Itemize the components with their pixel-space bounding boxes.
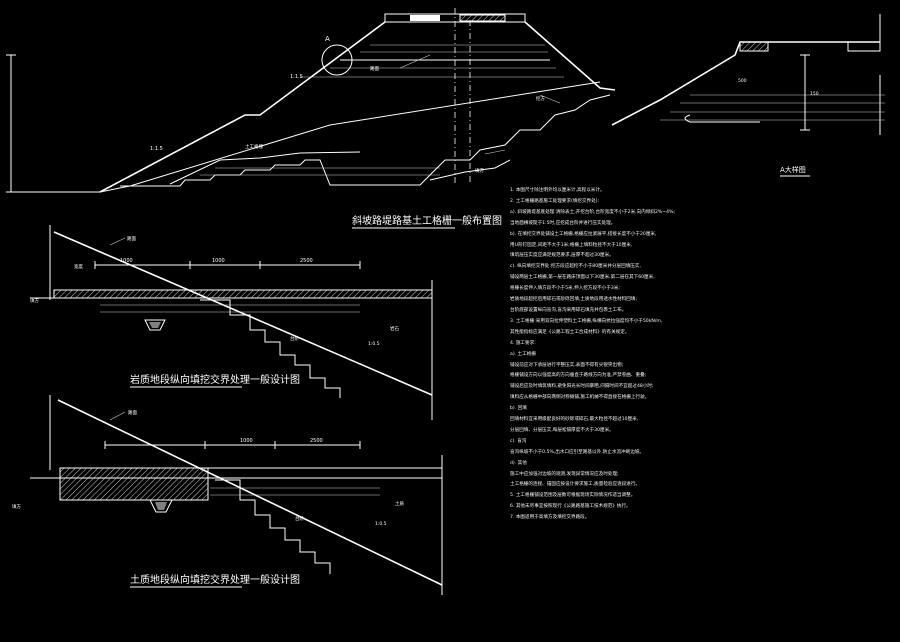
rock-section: 1000 1000 2500 路面 宽度 岩石 1:0.5 台阶 填方 岩质地段… <box>30 225 433 420</box>
note-line: 回填材料宜采用级配良好的砂砾或碎石,最大粒径不超过10厘米, <box>510 417 639 423</box>
note-line: c). 盲沟 <box>510 438 527 444</box>
fill-label: 填方 <box>475 167 484 174</box>
rock-road-label: 路面 <box>127 235 136 242</box>
detail-a-title: A大样图 <box>780 165 806 174</box>
note-line: 铺设后应及时填筑填料,避免阳光长时间暴晒,间隔时间不宜超过48小时; <box>510 384 654 390</box>
note-line: a). 斜坡路堤基底处理:清除表土,开挖台阶,台阶宽度不小于2米,向内倾斜2%~… <box>510 209 675 215</box>
rock-dim-2: 1000 <box>212 258 225 264</box>
rock-dim-1: 1000 <box>120 258 133 264</box>
left-fill-slope <box>99 21 386 193</box>
note-line: 填料应从格栅中部向两侧对称摊铺,施工机械不得直接在格栅上行驶。 <box>510 395 650 401</box>
soil-dim-2: 2500 <box>310 438 323 444</box>
note-line: 格栅长度伸入填方段不小于5米,伸入挖方段不小于3米; <box>510 286 620 292</box>
note-line: 台阶底部设置纵向盲沟,盲沟采用碎石填充并包裹土工布。 <box>510 307 627 313</box>
soil-road-label: 路面 <box>128 409 137 416</box>
rock-label: 岩石 <box>390 325 399 332</box>
note-line: 7. 本图适用于高填方及填挖交界路段。 <box>510 515 590 521</box>
marker-a-label: A <box>325 35 330 43</box>
road-label: 路面 <box>370 65 379 72</box>
rock-bench: 台阶 <box>290 335 299 342</box>
note-line: b). 回填 <box>510 406 527 412</box>
slope-label-2: 1:1.5 <box>150 146 163 152</box>
note-line: 铺设前应对下承层进行平整压实,表面不得有尖锐突出物; <box>510 362 624 368</box>
cut-label: 挖方 <box>536 95 545 102</box>
note-line: 1. 本图尺寸除注明外均以厘米计,高程以米计。 <box>510 188 605 193</box>
detail-marker-circle <box>321 44 353 76</box>
soil-section-title: 土质地段纵向填挖交界处理一般设计图 <box>130 573 300 586</box>
rock-width-label: 宽度 <box>74 263 83 270</box>
rock-ratio: 1:0.5 <box>368 341 380 347</box>
main-section-title: 斜坡路堤路基土工格栅一般布置图 <box>352 214 502 227</box>
dim-150: 150 <box>810 91 819 97</box>
note-line: 其性能指标应满足《公路工程土工合成材料》的有关规定。 <box>510 329 630 335</box>
note-line: d). 其他 <box>510 460 527 466</box>
gravel-label: 土工格栅 <box>245 143 263 150</box>
rock-section-title: 岩质地段纵向填挖交界处理一般设计图 <box>130 373 300 386</box>
soil-section: 1000 2500 路面 土质 1:0.5 台阶 填方 土质地段纵向填挖交界处理… <box>12 395 443 595</box>
note-line: b). 在填挖交界处铺设土工格栅,格栅应拉紧展平,搭接长度不小于20厘米, <box>510 231 657 237</box>
slope-label-1: 1:1.5 <box>290 74 303 80</box>
note-line: 6. 其他未尽事宜按照现行《公路路基施工技术规范》执行。 <box>510 504 631 510</box>
detail-a: A大样图 500 150 <box>611 14 885 177</box>
note-line: 施工中应加强对边坡的观测,发现异常情况应及时处理; <box>510 471 619 477</box>
note-line: 当地面横坡陡于1:5时,应挖成台阶并进行压实处理。 <box>510 220 616 226</box>
note-line: 格栅铺设方向以强度高的方向垂直于路线方向为准,严禁卷曲、重叠; <box>510 373 647 379</box>
rock-dim-3: 2500 <box>300 258 313 264</box>
note-line: 分层回填、分层压实,每层松铺厚度不大于30厘米。 <box>510 427 614 433</box>
rock-blind-drain <box>144 319 166 331</box>
note-line: 盲沟纵坡不小于0.5%,出水口应引至路基以外,防止水流冲刷边坡。 <box>510 449 645 455</box>
general-notes: 1. 本图尺寸除注明外均以厘米计,高程以米计。 2. 土工格栅路基施工处理要求(填… <box>510 186 880 524</box>
soil-fill-label: 填方 <box>12 503 21 510</box>
dim-500: 500 <box>738 78 747 84</box>
soil-ratio: 1:0.5 <box>375 521 387 527</box>
rock-pavement <box>53 289 433 299</box>
note-line: 土工格栅的连接、锚固应按设计要求施工,质量检验应逐段进行。 <box>510 482 641 488</box>
rock-fill-label: 填方 <box>30 297 39 304</box>
note-line: 用U形钉固定,间距不大于1米;格栅上填料粒径不大于10厘米, <box>510 242 633 248</box>
right-slope <box>524 21 616 91</box>
note-line: 3. 土工格栅:采用双向拉伸塑料土工格栅,纵横向抗拉强度均不小于50kN/m, <box>510 318 663 324</box>
soil-blind-drain <box>149 499 173 513</box>
soil-pavement-hatch <box>59 467 209 479</box>
note-line: 5. 土工格栅铺设范围及层数可根据现场实际情况作适当调整。 <box>510 493 636 499</box>
note-line: a). 土工格栅 <box>510 351 536 357</box>
note-line: 铺设两层土工格栅,第一层在路床顶面以下30厘米,第二层在其下60厘米, <box>510 275 655 281</box>
main-section: A 1:1.5 1:1.5 路面 土工格栅 填方 挖方 斜坡路堤路基土工格栅一般… <box>6 8 616 229</box>
soil-dim-1: 1000 <box>240 438 253 444</box>
soil-label: 土质 <box>395 500 404 507</box>
note-line: 岩质地段超挖后用碎石或砂砾回填,土质地段用透水性材料回填; <box>510 297 638 303</box>
note-line: c). 纵向填挖交界处:挖方段应超挖不小于80厘米并分层回填压实, <box>510 264 641 270</box>
note-line: 4. 施工要求: <box>510 340 536 346</box>
soil-bench: 台阶 <box>295 515 304 522</box>
note-line: 填筑层压实度应满足规范要求,层厚不超过30厘米。 <box>510 253 614 259</box>
note-line: 2. 土工格栅路基施工处理要求(填挖交界处): <box>510 198 600 204</box>
